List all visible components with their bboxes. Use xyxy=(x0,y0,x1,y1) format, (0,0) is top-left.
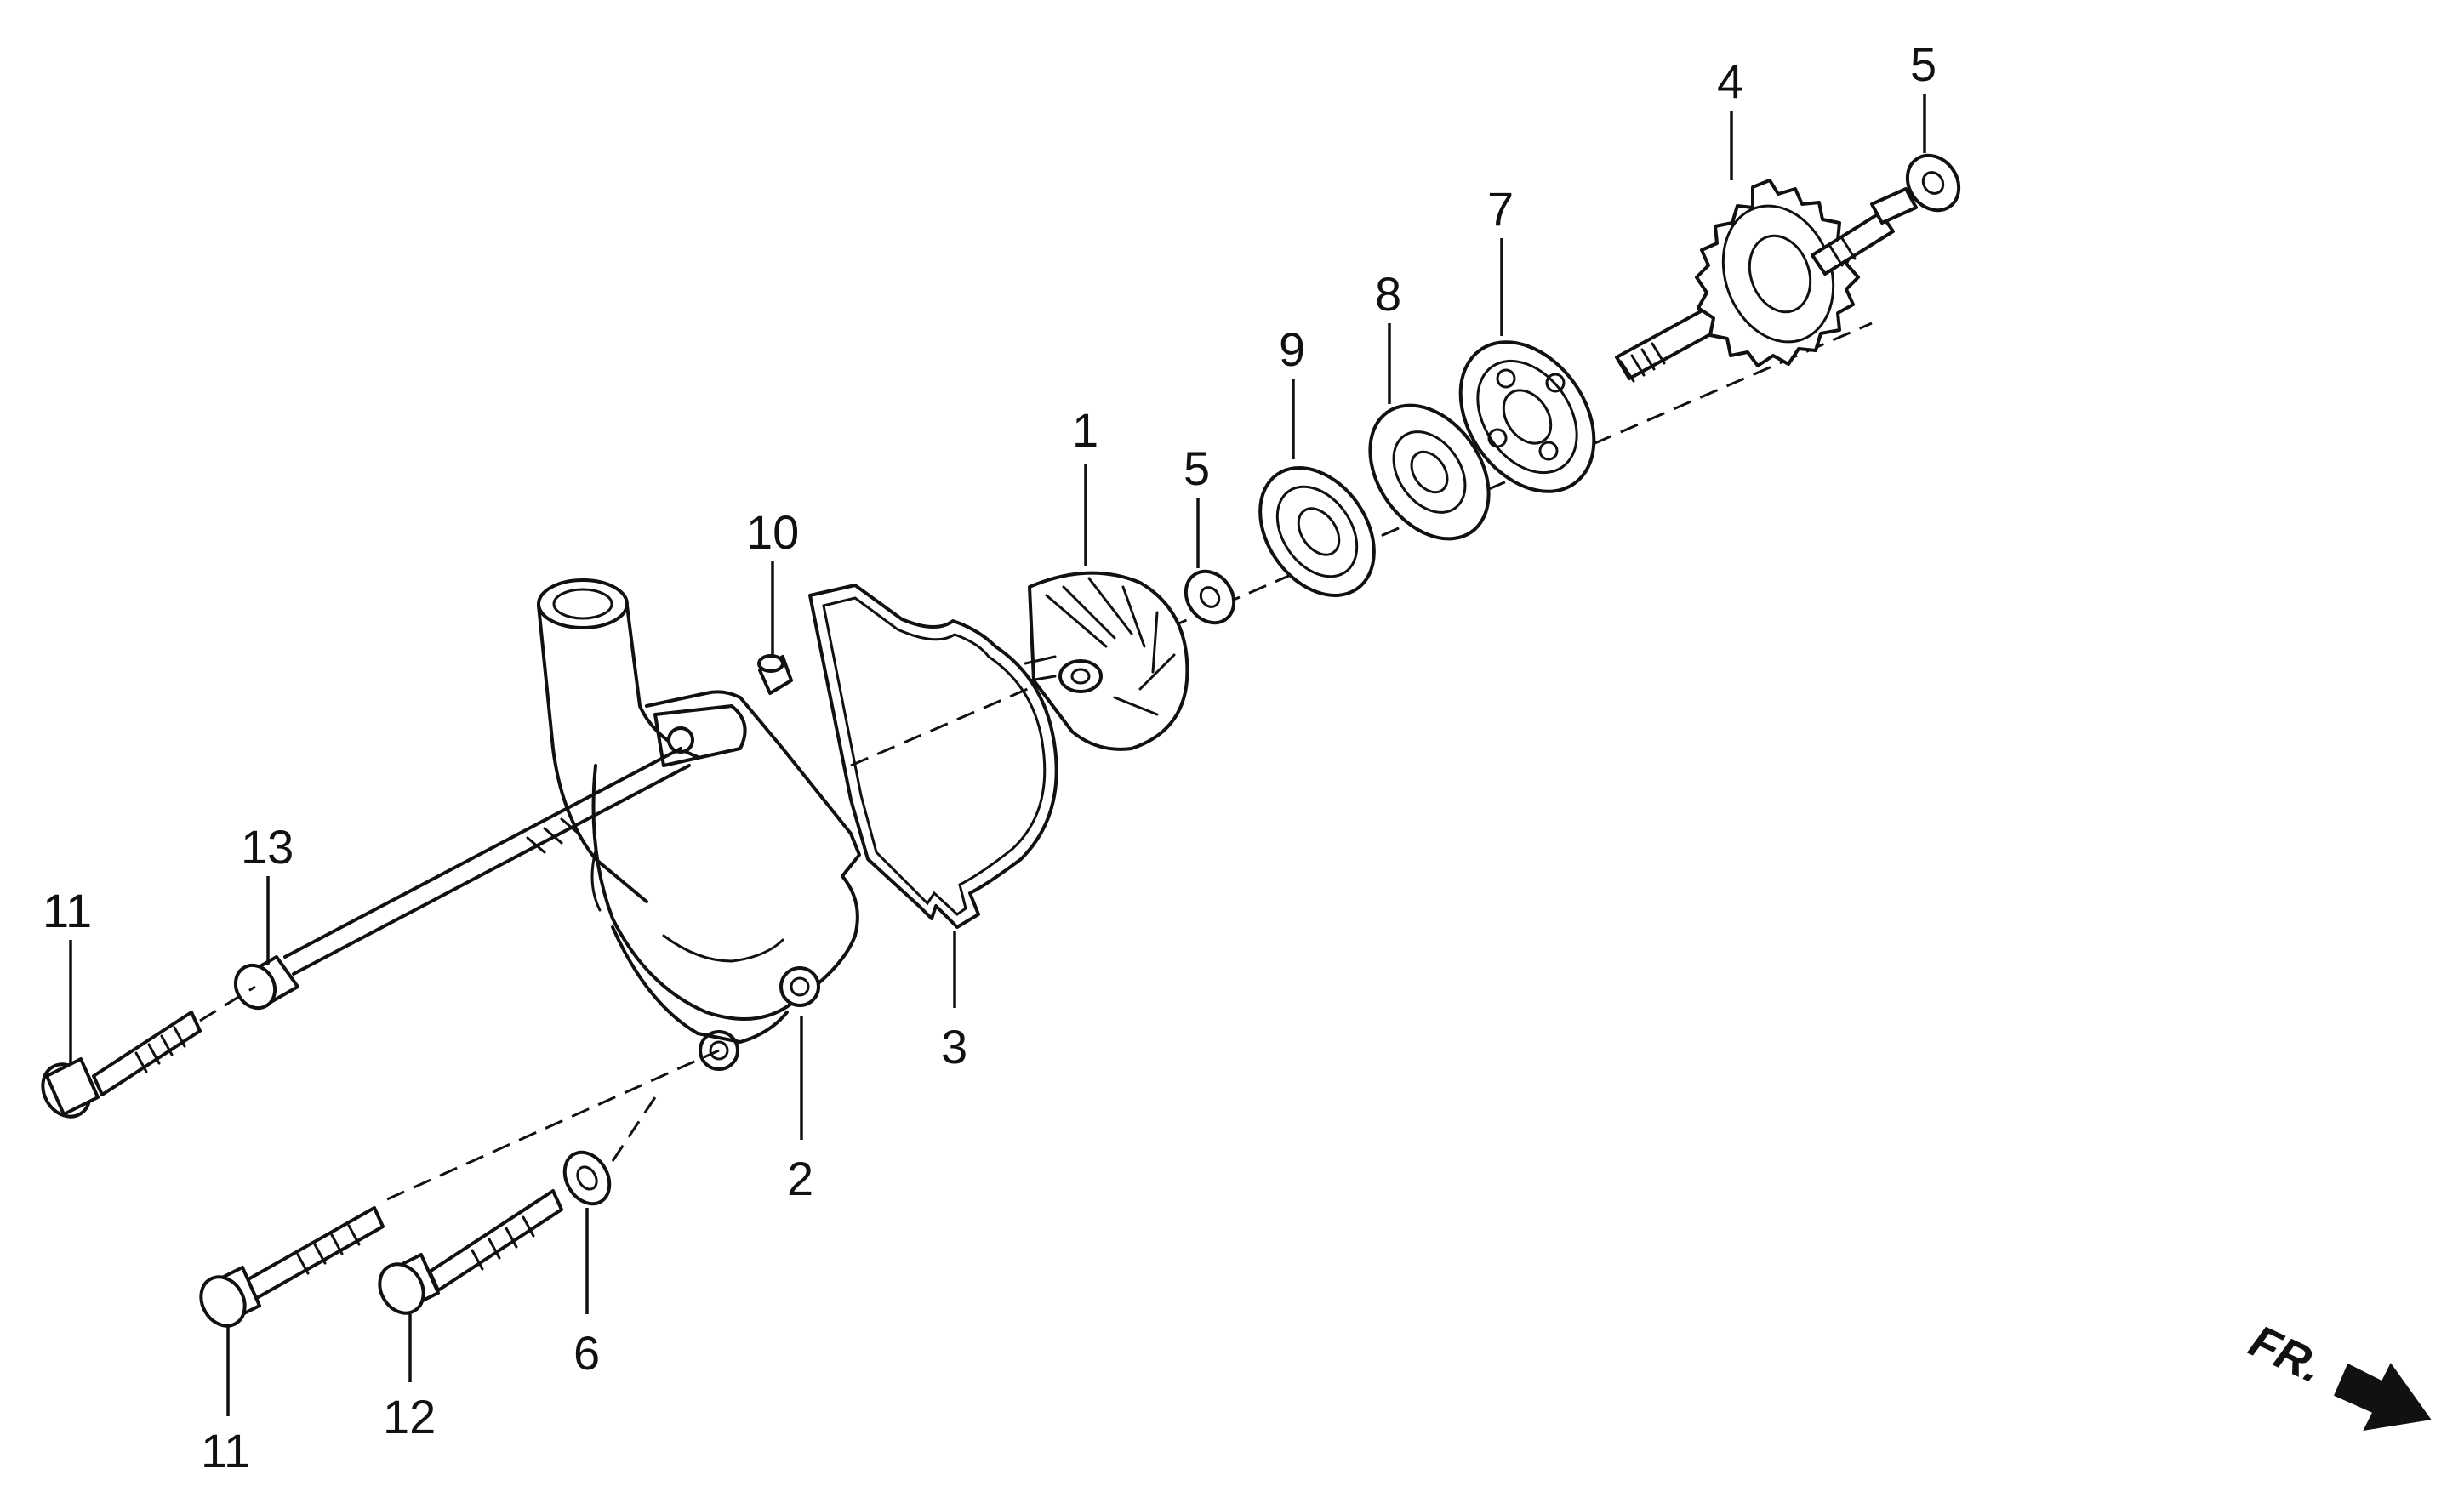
callout-labels: 1 2 3 4 5 5 6 7 8 9 10 11 11 12 13 xyxy=(43,37,1936,1477)
callout-11-lower: 11 xyxy=(201,1424,250,1477)
callout-9: 9 xyxy=(1279,322,1305,376)
washer-part-6 xyxy=(562,1096,657,1206)
oil-seal-part-9 xyxy=(1258,466,1376,597)
callout-8: 8 xyxy=(1375,267,1401,321)
long-bolt-part-13 xyxy=(233,747,691,1011)
pump-cover-part-2 xyxy=(537,578,861,1071)
pump-shaft-gear-part-4 xyxy=(1615,179,1918,383)
washer-part-5-lower xyxy=(1184,569,1236,625)
washer-part-5-upper xyxy=(1905,153,1961,213)
leader-lines xyxy=(69,94,1926,1416)
callout-5-lower: 5 xyxy=(1184,441,1210,495)
front-arrow-icon xyxy=(2334,1363,2432,1431)
front-direction-label: FR. xyxy=(2242,1315,2330,1392)
callout-11-upper: 11 xyxy=(43,884,92,937)
callout-3: 3 xyxy=(941,1020,967,1073)
gasket-part-3 xyxy=(808,584,1058,929)
callout-12: 12 xyxy=(383,1390,436,1443)
mechanical-seal-part-8 xyxy=(1368,403,1491,541)
callout-13: 13 xyxy=(241,820,294,874)
callout-10: 10 xyxy=(746,505,799,559)
front-direction-indicator: FR. xyxy=(2242,1315,2432,1431)
ball-bearing-part-7 xyxy=(1458,340,1596,493)
callout-6: 6 xyxy=(573,1326,600,1380)
callout-7: 7 xyxy=(1487,182,1514,236)
callout-5-upper: 5 xyxy=(1910,37,1936,91)
bolt-part-11-upper xyxy=(41,985,256,1119)
callout-1: 1 xyxy=(1072,403,1098,457)
impeller-part-1 xyxy=(1024,571,1189,751)
bolt-part-12 xyxy=(378,1189,563,1315)
callout-4: 4 xyxy=(1717,54,1743,108)
bolt-part-11-lower xyxy=(199,1049,720,1328)
callout-2: 2 xyxy=(787,1152,813,1205)
dowel-pin-part-10 xyxy=(757,654,793,695)
